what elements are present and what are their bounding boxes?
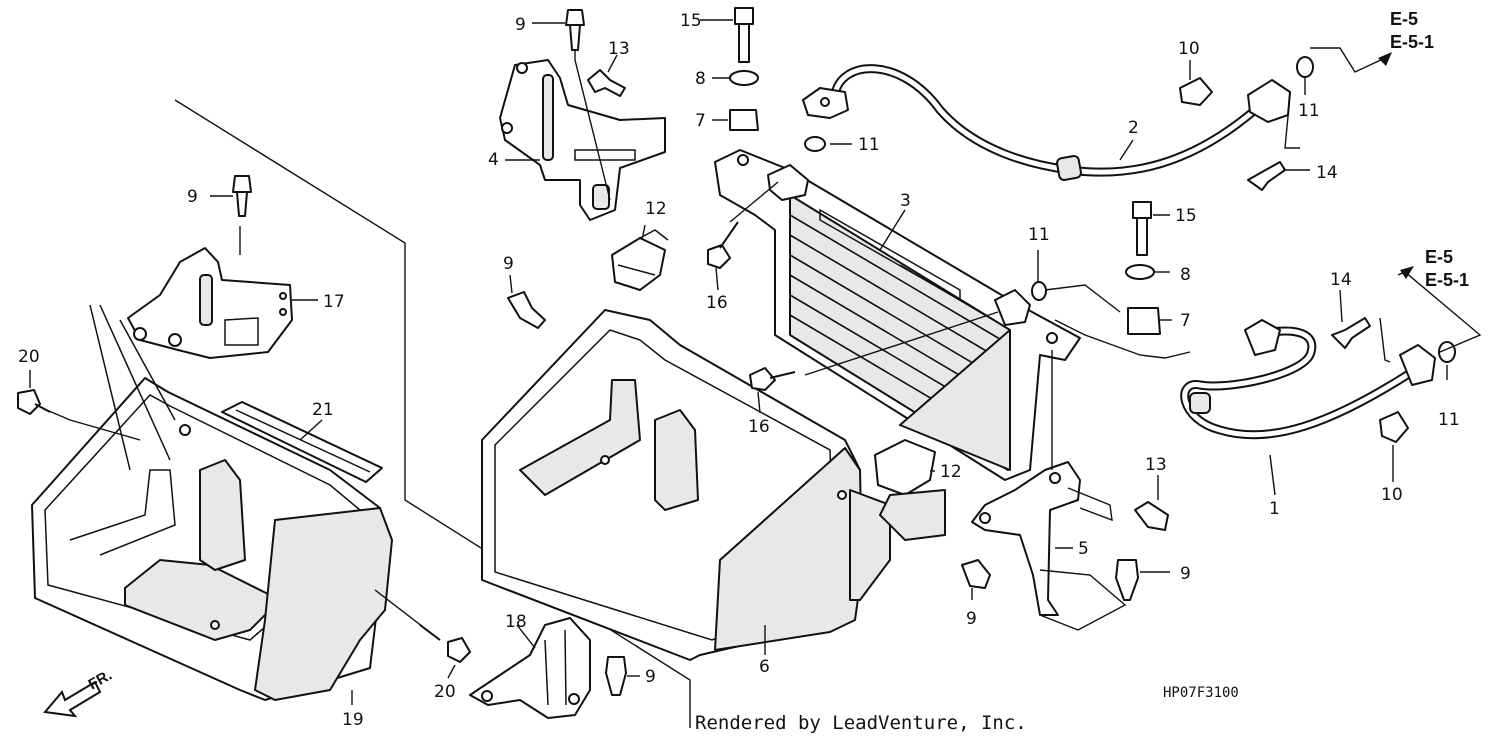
callout-16a: 16: [706, 293, 728, 313]
callout-9b: 9: [187, 187, 198, 207]
part-2-hose-upper: [802, 64, 1291, 181]
callout-9e: 9: [1180, 564, 1191, 584]
reference-top-b: E-5-1: [1390, 32, 1434, 52]
callout-8a: 8: [695, 69, 706, 89]
arrow-icon: [1400, 266, 1414, 279]
part-3-oil-cooler: [714, 149, 1081, 481]
part-1-hose-lower: [1180, 319, 1436, 440]
callout-4: 4: [488, 150, 499, 170]
callout-19: 19: [342, 710, 364, 730]
callout-11d: 11: [1438, 410, 1460, 430]
reference-mid-b: E-5-1: [1425, 270, 1469, 290]
callout-16b: 16: [748, 417, 770, 437]
callout-10a: 10: [1178, 39, 1200, 59]
part-17-bracket: [127, 247, 293, 359]
callout-12b: 12: [940, 462, 962, 482]
callout-7b: 7: [1180, 311, 1191, 331]
callout-20b: 20: [434, 682, 456, 702]
callout-11a: 11: [858, 135, 880, 155]
callout-labels: 1 2 3 4 5 6 7 7 8 8 9 9 9 9 9 9 10 10 11…: [18, 11, 1460, 730]
callout-11c: 11: [1028, 225, 1050, 245]
callout-9a: 9: [515, 15, 526, 35]
callout-14a: 14: [1316, 163, 1338, 183]
part-5-bracket: [971, 461, 1081, 616]
part-6-tray: [481, 309, 891, 661]
callout-15a: 15: [680, 11, 702, 31]
front-direction-indicator: FR.: [43, 667, 115, 718]
leader-lines: [29, 19, 1482, 705]
callout-10b: 10: [1381, 485, 1403, 505]
callout-2: 2: [1128, 118, 1139, 138]
callout-21: 21: [312, 400, 334, 420]
part-12-connector-upper: [611, 229, 669, 291]
part-12-connector-lower: [874, 439, 946, 541]
front-arrow-icon: [43, 680, 102, 718]
callout-13a: 13: [608, 39, 630, 59]
callout-15b: 15: [1175, 206, 1197, 226]
callout-9d: 9: [966, 609, 977, 629]
callout-9c: 9: [503, 254, 514, 274]
arrow-icon: [1378, 52, 1392, 66]
part-4-bracket: [499, 59, 666, 221]
callout-20a: 20: [18, 347, 40, 367]
callout-1: 1: [1269, 499, 1280, 519]
callout-7a: 7: [695, 111, 706, 131]
diagram-code: HP07F3100: [1163, 685, 1239, 701]
callout-6: 6: [759, 657, 770, 677]
callout-13b: 13: [1145, 455, 1167, 475]
callout-14b: 14: [1330, 270, 1352, 290]
part-18-bracket: [469, 617, 591, 719]
reference-mid-a: E-5: [1425, 247, 1453, 267]
callout-3: 3: [900, 191, 911, 211]
callout-8b: 8: [1180, 265, 1191, 285]
callout-5: 5: [1078, 539, 1089, 559]
part-19-battery-box: [31, 304, 393, 701]
reference-labels: E-5 E-5-1 E-5 E-5-1: [1378, 9, 1469, 290]
callout-12a: 12: [645, 199, 667, 219]
reference-top-a: E-5: [1390, 9, 1418, 29]
callout-17: 17: [323, 292, 345, 312]
part-21-battery-band: [221, 401, 383, 483]
callout-9f: 9: [645, 667, 656, 687]
credit-text: Rendered by LeadVenture, Inc.: [695, 712, 1027, 734]
callout-11b: 11: [1298, 101, 1320, 121]
callout-18: 18: [505, 612, 527, 632]
separator-lines: [174, 99, 691, 728]
